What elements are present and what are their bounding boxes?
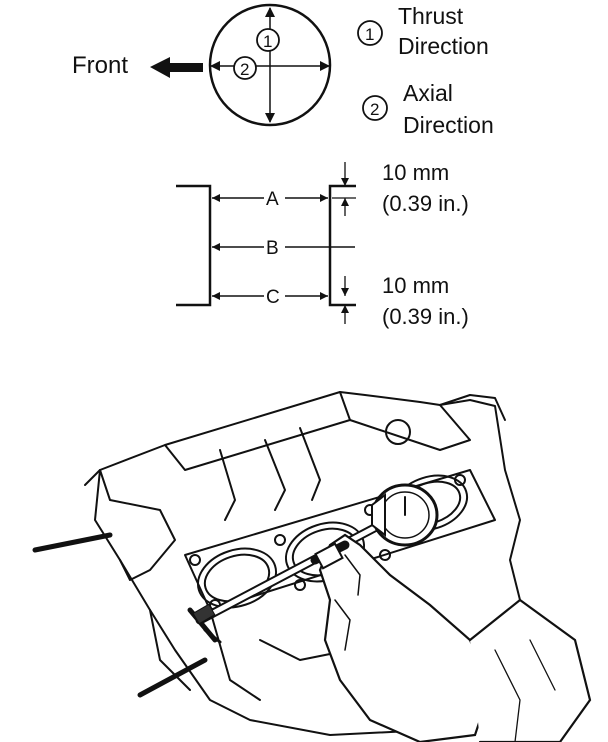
bottom-offset-imperial: (0.39 in.) <box>382 304 469 329</box>
dial-indicator <box>371 483 439 547</box>
point-a-label: A <box>266 189 279 210</box>
front-arrow-icon <box>150 57 203 78</box>
marker-1: 1 <box>263 32 272 51</box>
point-b-label: B <box>266 238 279 259</box>
legend-2-line2: Direction <box>403 112 494 138</box>
direction-diagram: Front 1 2 1 Thrust Direction 2 Axial Dir… <box>72 3 494 138</box>
top-offset-imperial: (0.39 in.) <box>382 191 469 216</box>
front-label: Front <box>72 52 128 79</box>
bottom-offset-metric: 10 mm <box>382 273 449 298</box>
legend-2-num: 2 <box>370 100 379 119</box>
legend-1-line1: Thrust <box>398 3 464 29</box>
cylinder-section-diagram <box>176 162 356 324</box>
bore-gauge-illustration <box>187 483 592 742</box>
top-offset-metric: 10 mm <box>382 160 449 185</box>
legend-1-line2: Direction <box>398 33 489 59</box>
legend-1-num: 1 <box>365 25 374 44</box>
marker-2: 2 <box>240 60 249 79</box>
legend-2-line1: Axial <box>403 80 453 106</box>
point-c-label: C <box>266 287 280 308</box>
bore-circle <box>208 3 332 127</box>
